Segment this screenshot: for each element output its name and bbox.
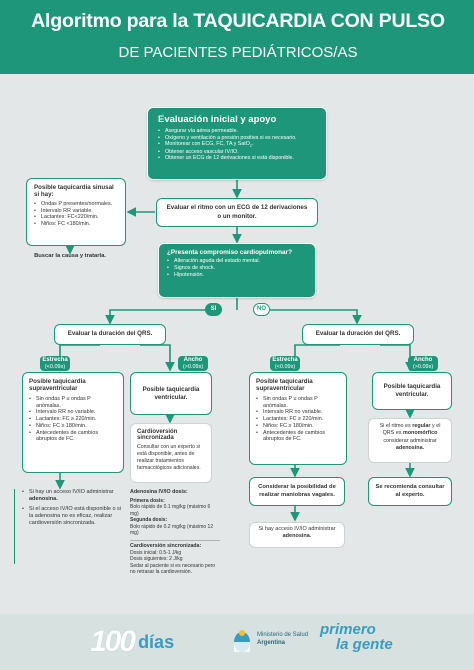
sinus-list: Ondas P presentes/normales. Intervalo RR… (34, 201, 118, 228)
first-dose-text: Bolo rápido de 0.1 mg/kg (máximo 6 mg) (130, 504, 211, 517)
qrs-evaluation-left: Evaluar la duración del QRS. (54, 324, 166, 345)
left-action-block: Si hay un acceso IV/IO administrar adeno… (14, 489, 124, 564)
adenosine-dose-title: Adenosina IV/IO dosis: (130, 489, 188, 495)
find-cause-text: Buscar la causa y tratarla. (34, 253, 106, 259)
consult-expert-box: Se recomienda consultar al experto. (368, 477, 452, 506)
tag-narrow-right: Estrecha(<0.09s) (270, 356, 300, 372)
svt-list: Sin ondas P u ondas P anómalas. Interval… (29, 396, 117, 443)
no-badge: NO (253, 303, 270, 316)
list-item: Intervalo RR no variable. (29, 409, 117, 416)
list-item: Lactantes: FC ≥ 220/min. (29, 416, 117, 423)
list-item: Intervalo RR no variable. (256, 409, 340, 416)
compromise-list: Alteración aguda del estado mental. Sign… (167, 258, 307, 278)
ministry-line1: Ministerio de Salud (257, 632, 309, 638)
logo-number: 100 (90, 625, 136, 658)
svt-title: Posible taquicardia supraventricular (256, 378, 313, 393)
header-banner: Algoritmo para la TAQUICARDIA CON PULSO … (0, 0, 474, 74)
list-item: Lactantes: FC ≥ 220/min. (256, 416, 340, 423)
list-item: Niños: FC ≥ 180/min. (256, 423, 340, 430)
list-item: Monitorear con ECG, FC, TA y SatO2. (158, 141, 316, 148)
ecg-evaluation-box: Evaluar el ritmo con un ECG de 12 deriva… (156, 198, 318, 227)
cardioversion-text: Consultar con un experto si está disponi… (137, 444, 201, 472)
list-item: Antecedentes de cambios abruptos de FC. (29, 430, 117, 444)
list-item: Antecedentes de cambios abruptos de FC. (256, 430, 340, 444)
qrs-evaluation-right: Evaluar la duración del QRS. (302, 324, 414, 345)
first-dose-label: Primera dosis: (130, 497, 165, 504)
list-item: Hipotensión. (167, 272, 307, 279)
svt-title: Posible taquicardia supraventricular (29, 378, 86, 393)
arrow-no-branch (260, 309, 362, 325)
cv-note: Sedar al paciente si es necesario pero n… (130, 562, 216, 576)
list-item: Intervalo RR variable. (34, 208, 118, 215)
cardioversion-title: Cardioversión sincronizada (137, 429, 178, 441)
cardioversion-box: Cardioversión sincronizada Consultar con… (130, 423, 212, 483)
compromise-question: ¿Presenta compromiso cardiopulmonar? (167, 249, 292, 256)
cv-dose-title: Cardioversión sincronizada: (130, 539, 220, 550)
logo-primero: primero (320, 621, 376, 638)
list-item: Sin ondas P u ondas P anómalas. (29, 396, 117, 410)
list-item: Signos de shock. (167, 265, 307, 272)
page-title: Algoritmo para la TAQUICARDIA CON PULSO (31, 10, 445, 32)
logo-word: días (138, 631, 175, 652)
list-item: Lactantes: FC<220/min. (34, 214, 118, 221)
primero-la-gente-logo: primero la gente (320, 622, 400, 652)
page-subtitle: DE PACIENTES PEDIÁTRICOS/AS (118, 44, 358, 61)
tag-wide-right: Ancho(>0.09s) (408, 356, 438, 372)
right-adenosine-box: Si hay acceso IV/IO administrar adenosin… (249, 522, 345, 548)
vt-box-right: Posible taquicardia ventricular. (372, 372, 452, 410)
list-item: Ondas P presentes/normales. (34, 201, 118, 208)
initial-evaluation-box: Evaluación inicial y apoyo Asegurar vía … (147, 107, 327, 180)
second-dose-label: Segunda dosis: (130, 517, 168, 524)
compromise-box: ¿Presenta compromiso cardiopulmonar? Alt… (158, 243, 316, 298)
list-item: Niños: FC ≥ 180/min. (29, 423, 117, 430)
sinus-tachycardia-box: Posible taquicardia sinusal si hay: Onda… (26, 178, 126, 246)
regular-monomorphic-box: Si el ritmo es regular y el QRS es monom… (368, 418, 452, 463)
logo-la-gente: la gente (336, 636, 393, 653)
tag-narrow-left: Estrecha(<0.09s) (40, 356, 70, 372)
ministry-text: Ministerio de Salud Argentina (257, 632, 317, 648)
tag-wide-left: Ancho(>0.09s) (178, 356, 208, 372)
cv-next-dose: Dosis siguientes: 2 J/kg (130, 556, 183, 563)
arrow-right-wide (380, 344, 415, 372)
argentina-shield-icon (232, 628, 252, 654)
initial-evaluation-list: Asegurar vía aérea permeable. Oxígeno y … (158, 128, 316, 162)
left-action-list: Si hay un acceso IV/IO administrar adeno… (22, 489, 124, 526)
list-item: Niños: FC <180/min. (34, 221, 118, 228)
list-item: Obtener acceso vascular IV/IO. (158, 149, 316, 156)
vagal-maneuvers-box: Considerar la posibilidad de realizar ma… (249, 477, 345, 506)
hundred-days-logo: 100 días (90, 624, 174, 660)
vt-box-left: Posible taquicardia ventricular. (130, 372, 212, 415)
initial-evaluation-title: Evaluación inicial y apoyo (158, 114, 277, 125)
list-item: Si el acceso IV/IO está disponible o si … (22, 506, 124, 527)
second-dose-text: Bolo rápido de 0.2 mg/kg (máximo 12 mg) (130, 523, 214, 537)
ministry-line2: Argentina (257, 639, 286, 646)
dosing-notes: Adenosina IV/IO dosis: Primera dosis: Bo… (130, 489, 220, 576)
footer: 100 días Ministerio de Salud Argentina p… (0, 614, 474, 670)
cv-initial-dose: Dosis inicial: 0.5-1 J/kg (130, 549, 182, 556)
list-item: Alteración aguda del estado mental. (167, 258, 307, 265)
svt-list: Sin ondas P u ondas P anómalas. Interval… (256, 396, 340, 443)
arrow-right-narrow (290, 344, 340, 372)
list-item: Asegurar vía aérea permeable. (158, 128, 316, 135)
list-item: Si hay un acceso IV/IO administrar adeno… (22, 489, 124, 503)
arrow-left-wide (140, 344, 175, 372)
yes-badge: SI (205, 303, 222, 316)
list-item: Sin ondas P u ondas P anómalas. (256, 396, 340, 410)
arrow-yes-branch (105, 309, 214, 325)
list-item: Oxígeno y ventilación a presión positiva… (158, 135, 316, 142)
svt-box-left: Posible taquicardia supraventricular Sin… (22, 372, 124, 473)
sinus-title: Posible taquicardia sinusal si hay: (34, 184, 114, 199)
list-item: Obtener un ECG de 12 derivaciones si est… (158, 155, 316, 162)
svt-box-right: Posible taquicardia supraventricular Sin… (249, 372, 347, 465)
